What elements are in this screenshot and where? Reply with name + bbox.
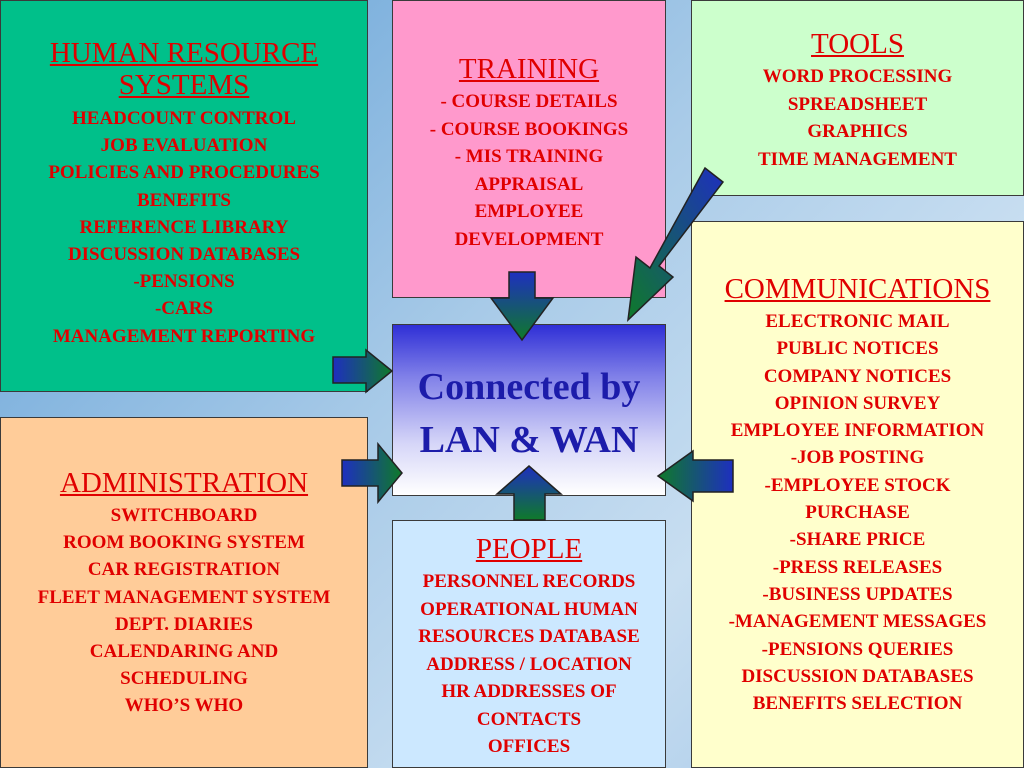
training-item: - COURSE BOOKINGS [429,118,629,140]
tools-title: TOOLS [811,28,904,60]
people-item: ADDRESS / LOCATION [426,653,632,675]
training-box: TRAINING - COURSE DETAILS - COURSE BOOKI… [392,0,666,298]
hr-item: HEADCOUNT CONTROL [72,108,296,129]
communications-item: EMPLOYEE INFORMATION [730,420,985,442]
communications-item: PUBLIC NOTICES [776,338,939,360]
communications-item: OPINION SURVEY [774,392,941,414]
administration-item: CALENDARING AND [89,641,279,663]
people-item: PERSONNEL RECORDS [422,571,636,592]
people-item: HR ADDRESSES OF [441,681,617,702]
training-item: EMPLOYEE [474,201,584,222]
hr-item: -PENSIONS [133,271,235,293]
training-title: TRAINING [458,53,600,85]
training-item: - COURSE DETAILS [440,91,618,112]
administration-title: ADMINISTRATION [59,467,309,499]
people-title: PEOPLE [475,533,583,565]
communications-item: -EMPLOYEE STOCK [764,474,951,496]
hr-item: DISCUSSION DATABASES [67,244,301,266]
tools-item: SPREADSHEET [787,93,928,115]
administration-item: ROOM BOOKING SYSTEM [63,532,305,554]
communications-item: COMPANY NOTICES [763,365,952,387]
tools-item: TIME MANAGEMENT [758,148,957,170]
arrow-admin-to-hub [341,441,403,505]
hr-item: REFERENCE LIBRARY [79,216,289,238]
tools-item: GRAPHICS [807,121,908,142]
administration-item: CAR REGISTRATION [87,559,281,581]
communications-item: -BUSINESS UPDATES [762,583,953,605]
arrow-tools-to-hub [626,166,725,323]
administration-item: DEPT. DIARIES [115,613,253,635]
communications-item: DISCUSSION DATABASES [741,665,974,687]
hr-item: -CARS [154,298,214,320]
people-item: RESOURCES DATABASE [418,626,640,647]
training-item: - MIS TRAINING [454,146,604,167]
communications-title: COMMUNICATIONS [724,273,991,305]
people-item: CONTACTS [476,708,582,730]
hr-systems-box: HUMAN RESOURCE SYSTEMS HEADCOUNT CONTROL… [0,0,368,392]
arrow-communications-to-hub [656,449,734,503]
people-box: PEOPLE PERSONNEL RECORDS OPERATIONAL HUM… [392,520,666,768]
hr-item: JOB EVALUATION [100,135,268,157]
administration-item: FLEET MANAGEMENT SYSTEM [37,586,331,608]
communications-item: -JOB POSTING [790,447,925,469]
communications-item: -SHARE PRICE [789,529,926,551]
administration-item: WHO’S WHO [124,695,244,717]
communications-item: -PENSIONS QUERIES [761,638,954,660]
hr-item: POLICIES AND PROCEDURES [48,162,320,184]
training-item: APPRAISAL [474,173,584,195]
communications-item: BENEFITS SELECTION [752,693,963,715]
arrow-training-to-hub [489,271,555,342]
hr-title-line-2: SYSTEMS [118,69,250,101]
hr-item: MANAGEMENT REPORTING [52,325,316,347]
hub-label-line-2: LAN & WAN [419,419,639,461]
hr-item: BENEFITS [137,189,231,211]
hub-label-line-1: Connected by [417,366,641,408]
tools-item: WORD PROCESSING [762,66,953,87]
communications-item: -PRESS RELEASES [772,556,943,578]
people-item: OFFICES [487,736,571,757]
arrow-people-to-hub [495,465,563,521]
administration-item: SCHEDULING [120,668,248,690]
training-item: DEVELOPMENT [454,228,604,250]
administration-box: ADMINISTRATION SWITCHBOARD ROOM BOOKING … [0,417,368,768]
communications-item: ELECTRONIC MAIL [765,311,950,332]
arrow-hr-to-hub [332,348,394,394]
people-item: OPERATIONAL HUMAN [420,598,638,620]
administration-item: SWITCHBOARD [110,505,258,526]
communications-item: PURCHASE [805,502,910,524]
tools-box: TOOLS WORD PROCESSING SPREADSHEET GRAPHI… [691,0,1024,196]
communications-item: -MANAGEMENT MESSAGES [728,611,987,633]
hr-title-line-1: HUMAN RESOURCE [49,37,319,69]
